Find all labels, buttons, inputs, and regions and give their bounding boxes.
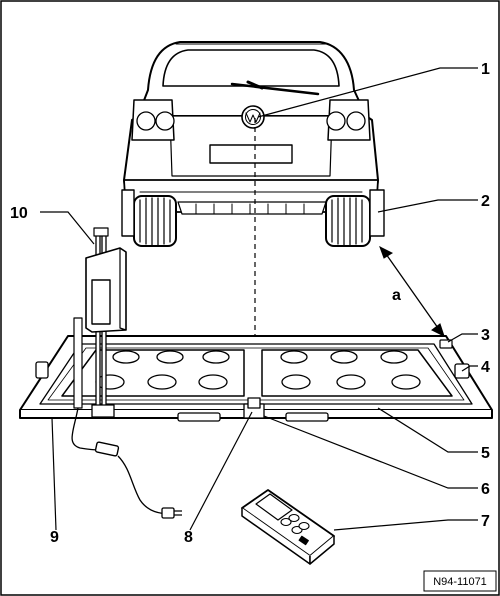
leader-lines — [40, 67, 478, 531]
reference-code: N94-11071 — [433, 576, 487, 588]
handheld-tester — [241, 489, 335, 565]
callout-1: 1 — [481, 61, 490, 78]
callout-7: 7 — [481, 513, 490, 530]
callout-9: 9 — [50, 529, 59, 546]
callout-3: 3 — [481, 327, 490, 344]
callout-4: 4 — [481, 359, 490, 376]
callout-6: 6 — [481, 481, 490, 498]
dimension-a-arrow — [379, 245, 445, 337]
callout-10: 10 — [10, 205, 28, 222]
calibration-board — [19, 335, 493, 422]
reference-code-box — [423, 570, 497, 592]
callout-5: 5 — [481, 445, 490, 462]
callout-8: 8 — [184, 529, 193, 546]
measuring-device-stand — [71, 227, 182, 519]
callout-2: 2 — [481, 193, 490, 210]
dimension-a-label: a — [392, 287, 401, 304]
vehicle-rear-view — [121, 41, 385, 247]
